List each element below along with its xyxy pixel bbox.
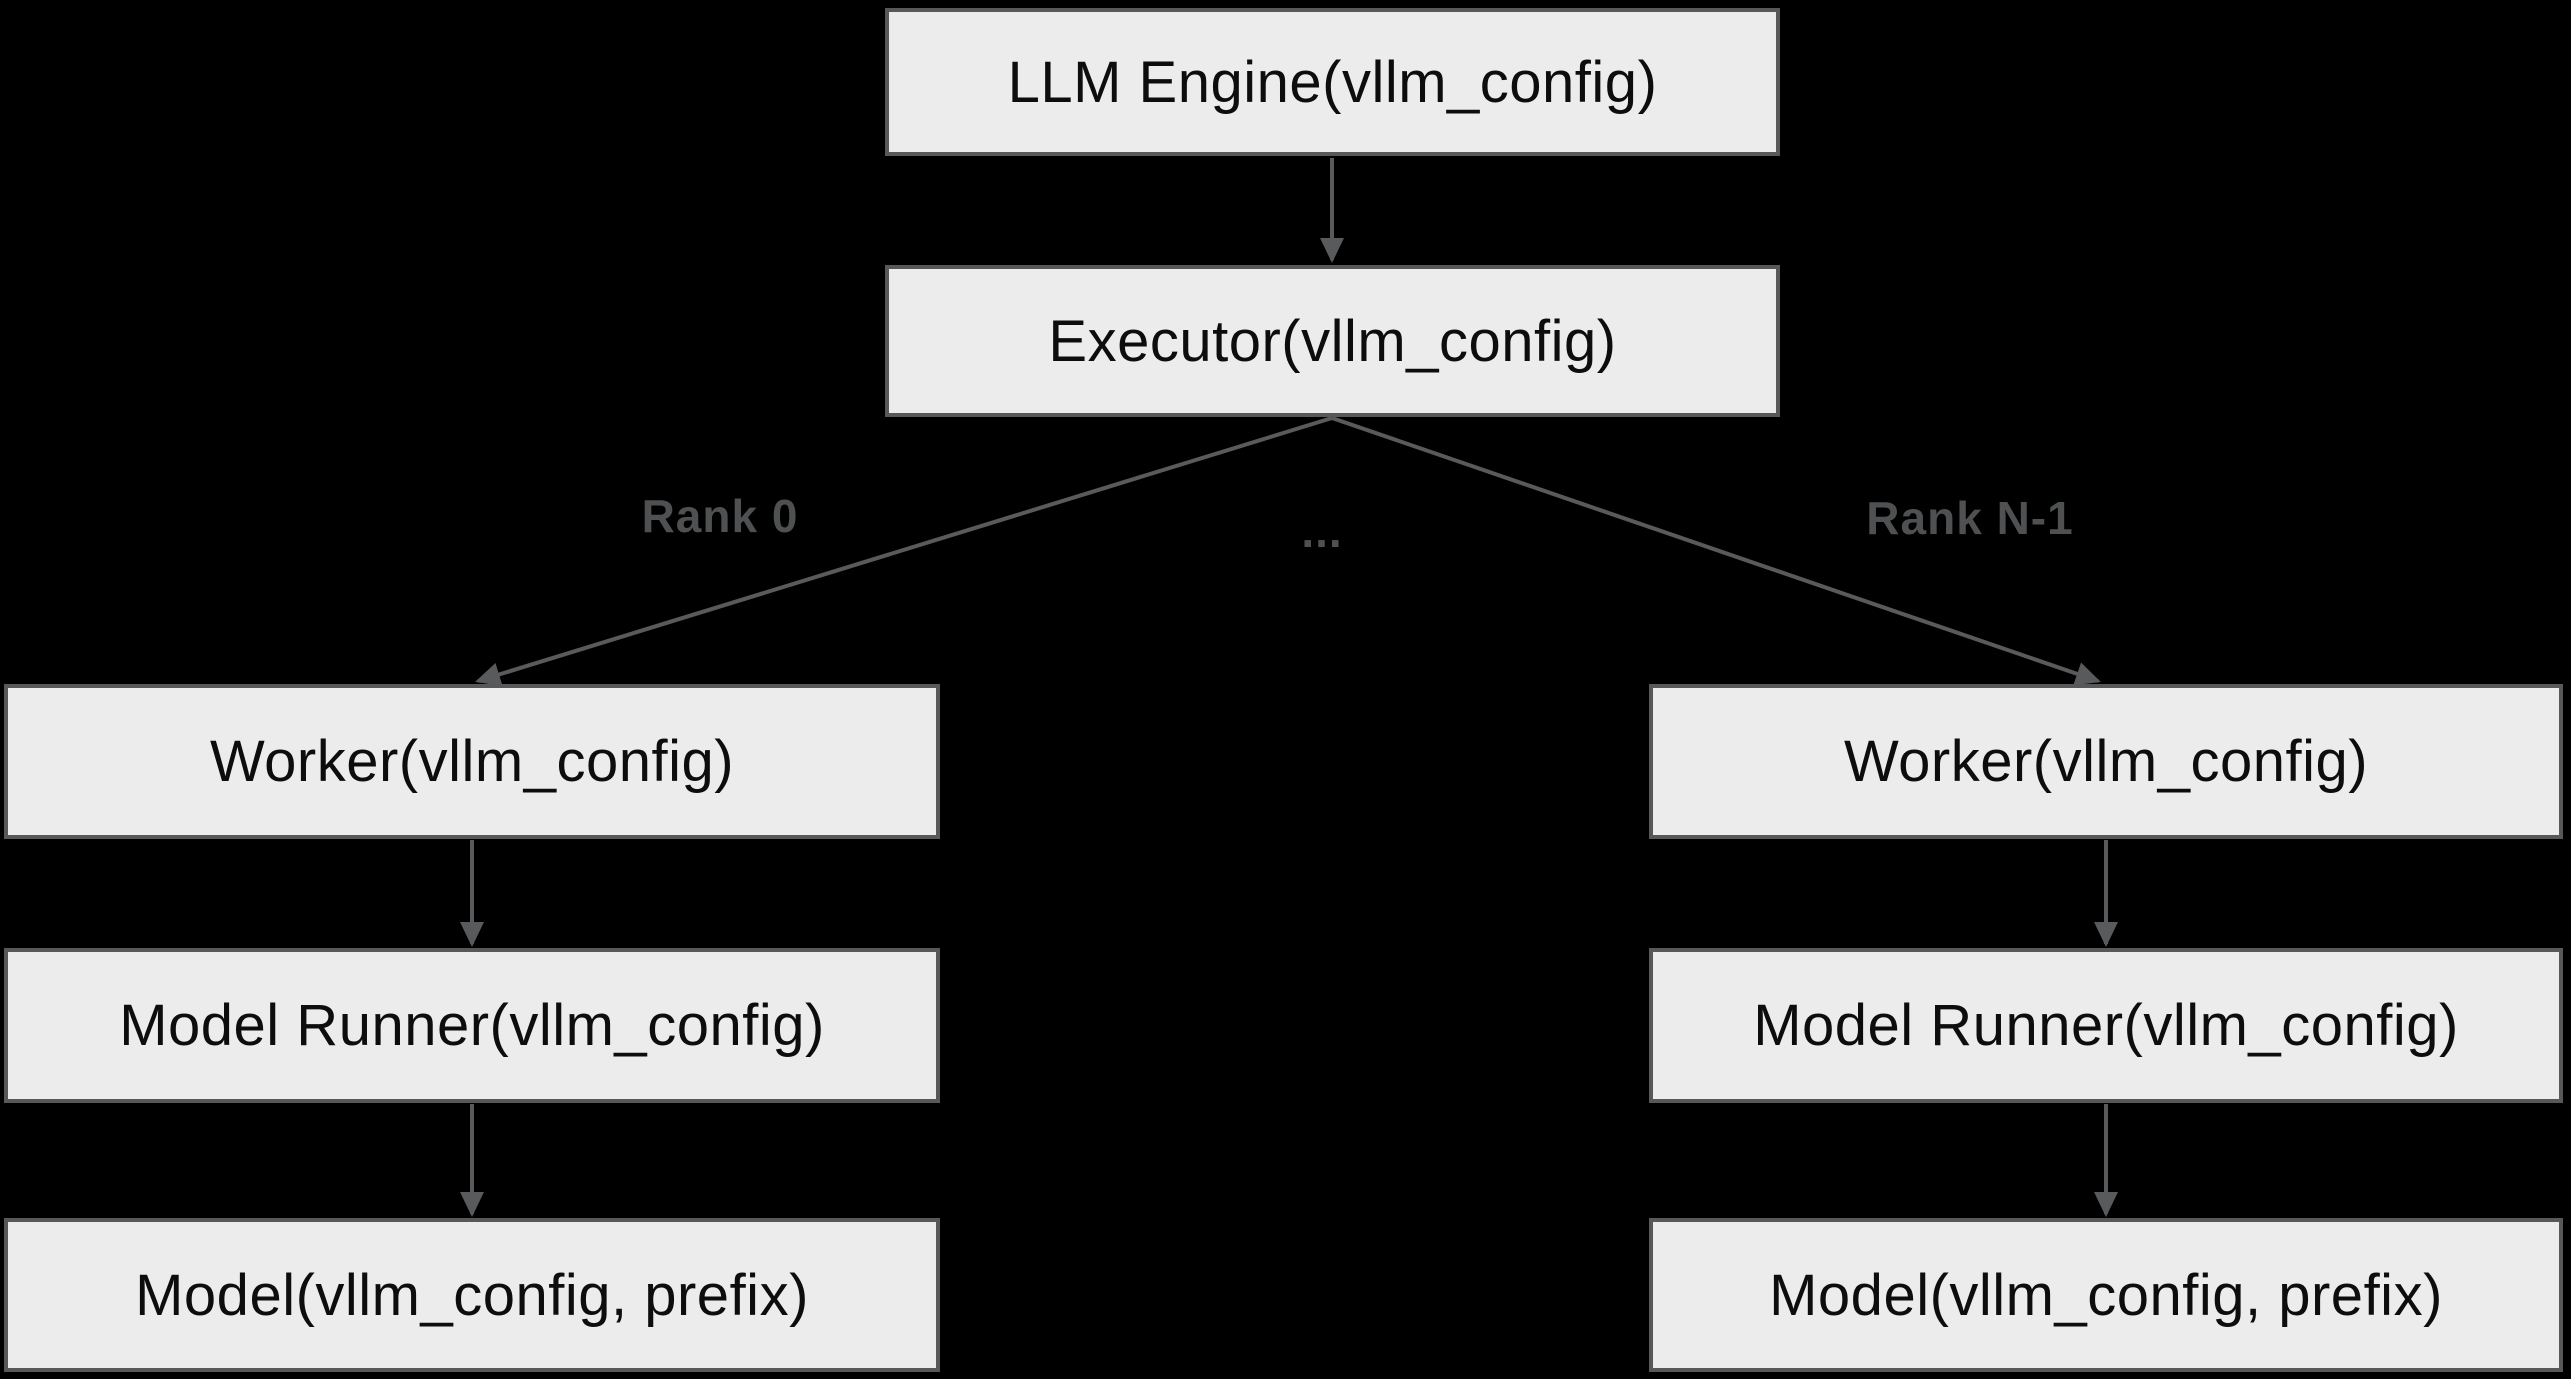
node-worker-rank-n1: Worker(vllm_config) — [1649, 684, 2563, 839]
node-model-rank0-label: Model(vllm_config, prefix) — [135, 1262, 809, 1328]
node-model-runner-rank0: Model Runner(vllm_config) — [4, 948, 940, 1103]
node-model-rank-n1: Model(vllm_config, prefix) — [1649, 1218, 2563, 1372]
node-worker-rank-n1-label: Worker(vllm_config) — [1843, 729, 2369, 794]
node-model-rank-n1-label: Model(vllm_config, prefix) — [1769, 1262, 2443, 1328]
node-llm-engine-label: LLM Engine(vllm_config) — [1007, 49, 1658, 115]
node-executor-label: Executor(vllm_config) — [1048, 308, 1617, 374]
node-worker-rank0: Worker(vllm_config) — [4, 684, 940, 839]
node-model-runner-rank0-label: Model Runner(vllm_config) — [119, 993, 825, 1058]
edge-executor-to-worker-right — [1331, 416, 2101, 686]
edge-executor-to-worker-left — [475, 416, 1333, 686]
node-model-runner-rank-n1: Model Runner(vllm_config) — [1649, 948, 2563, 1103]
node-worker-rank0-label: Worker(vllm_config) — [209, 729, 735, 794]
edge-label-rank-0: Rank 0 — [641, 490, 799, 542]
node-model-rank0: Model(vllm_config, prefix) — [4, 1218, 940, 1372]
node-llm-engine: LLM Engine(vllm_config) — [885, 8, 1780, 156]
edge-label-rank-n-1: Rank N-1 — [1866, 492, 2074, 544]
node-executor: Executor(vllm_config) — [885, 265, 1780, 417]
node-model-runner-rank-n1-label: Model Runner(vllm_config) — [1753, 993, 2459, 1058]
edge-label-ellipsis: ... — [1301, 505, 1343, 557]
